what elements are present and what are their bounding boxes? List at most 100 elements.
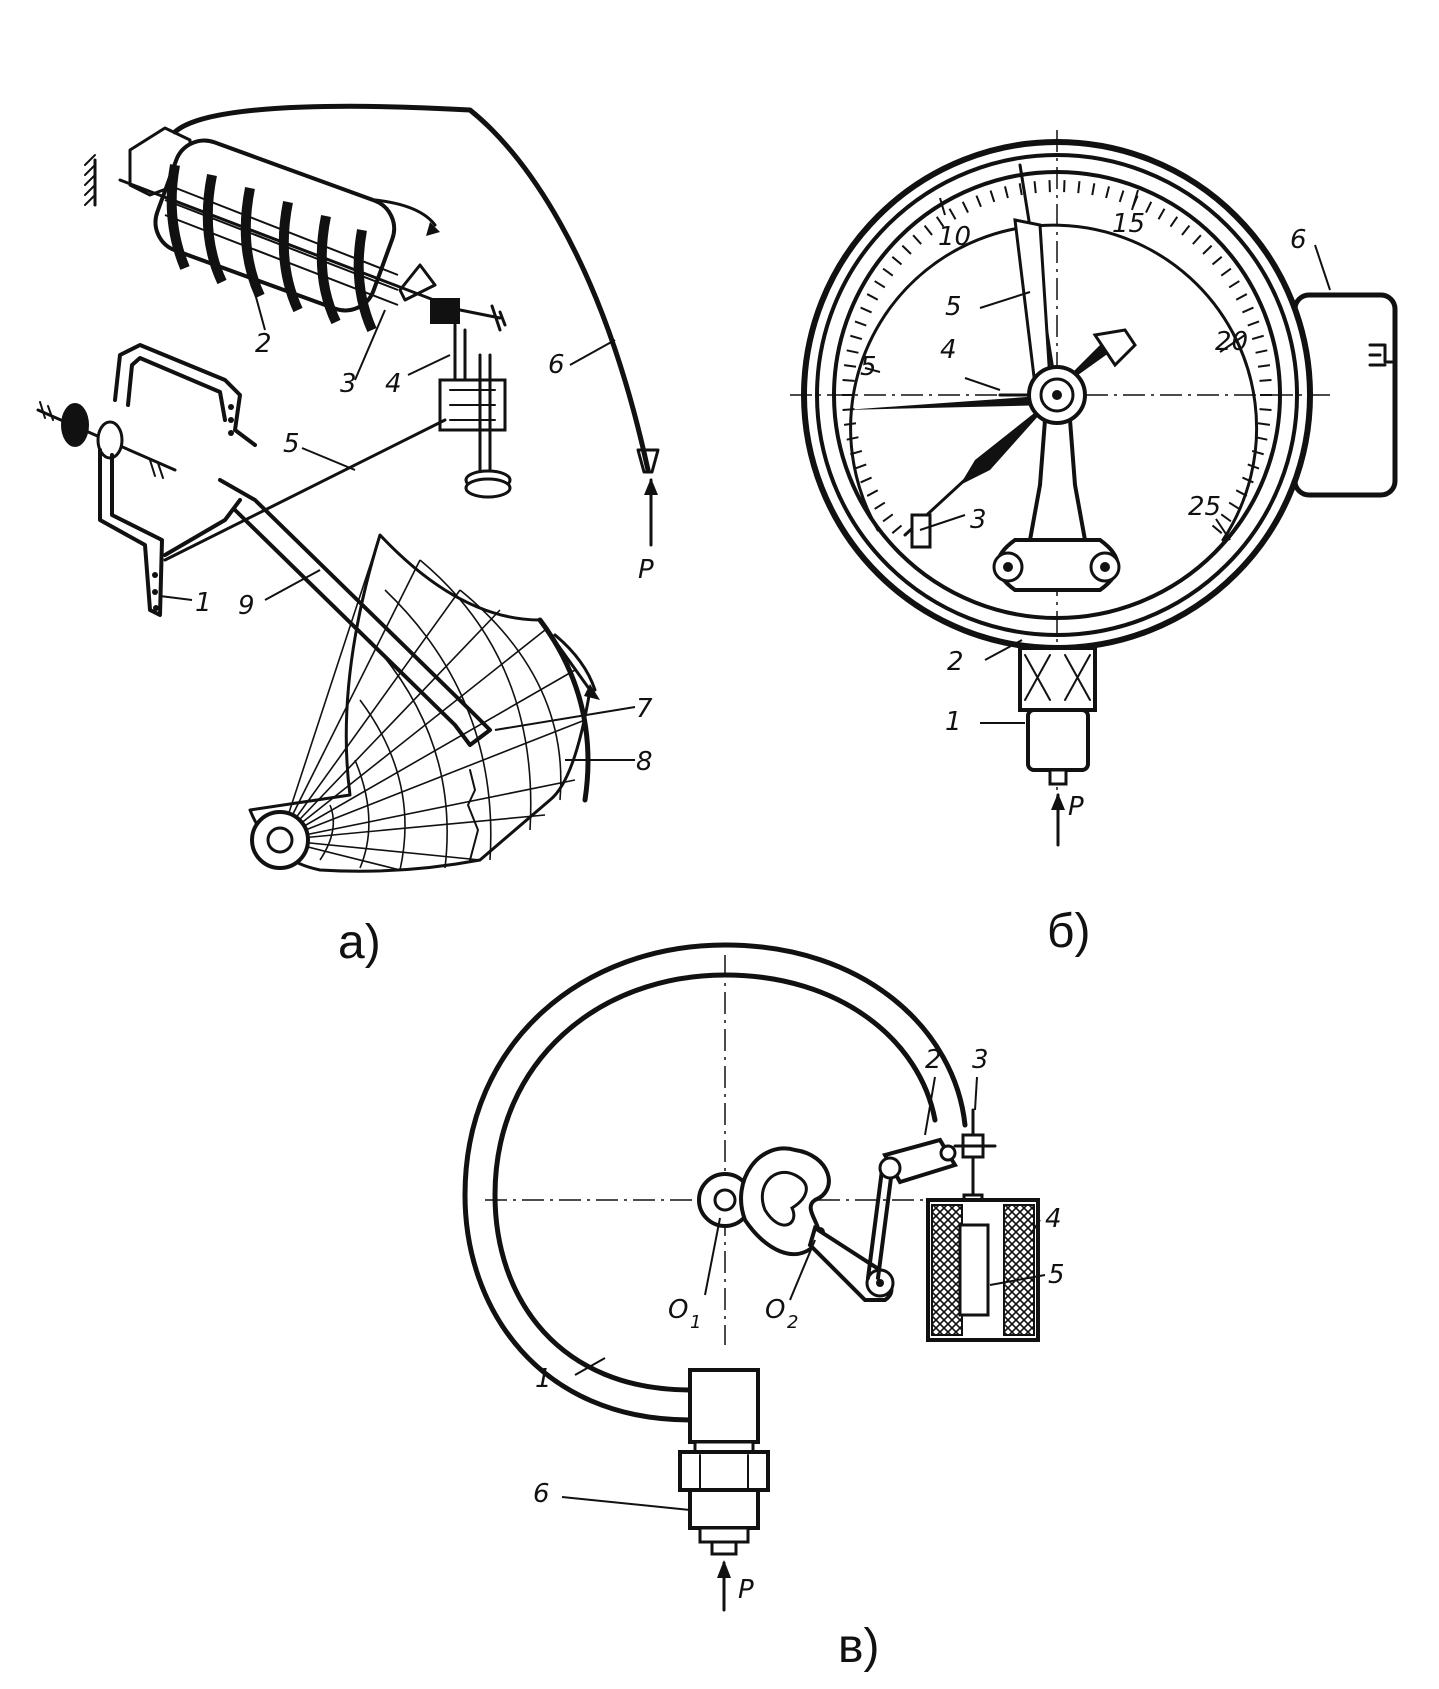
label-c-2: 2 [925, 1045, 942, 1075]
scale-tick [842, 408, 855, 411]
svg-text:2: 2 [787, 1312, 798, 1333]
label-b-3: 3 [970, 505, 987, 535]
scale-tick [846, 436, 859, 441]
scale-tick [1235, 489, 1248, 497]
scale-tick [1259, 379, 1272, 382]
scale-tick [1242, 306, 1254, 314]
scale-10: 10 [938, 222, 971, 252]
panel-a-recorder-mechanism: 1 2 3 4 5 6 7 8 9 P а) [36, 103, 660, 969]
label-c-5: 5 [1048, 1260, 1065, 1290]
scale-tick [1192, 234, 1202, 245]
scale-tick [854, 463, 867, 470]
scale-20: 20 [1215, 327, 1248, 357]
scale-tick [1220, 513, 1232, 523]
scale-tick [1211, 256, 1223, 266]
scale-tick [1004, 186, 1009, 199]
label-a-9: 9 [238, 591, 255, 621]
label-a-8: 8 [636, 747, 653, 777]
label-a-4: 4 [385, 369, 402, 399]
scale-tick [1247, 463, 1260, 470]
label-b-4: 4 [940, 335, 957, 365]
pivot-label-o1: O 1 [668, 1295, 701, 1333]
panel-c-bourdon-inductive: 1 2 3 4 5 6 O 1 O 2 P в) [462, 942, 1065, 1673]
capillary-tube [172, 103, 651, 473]
scale-tick [975, 195, 982, 208]
scale-tick [846, 349, 859, 354]
bourdon-tube [492, 972, 938, 1393]
label-b-1: 1 [945, 707, 962, 737]
scale-tick [1247, 320, 1260, 327]
scale-tick [1259, 408, 1272, 411]
caption-b: б) [1047, 905, 1090, 958]
scale-tick [850, 449, 863, 456]
label-c-4: 4 [1045, 1204, 1062, 1234]
scale-tick [1018, 183, 1023, 196]
pivot-label-o2: O 2 [765, 1295, 798, 1333]
scale-tick [1033, 181, 1037, 194]
scale-tick [891, 524, 903, 534]
plunger-core [958, 1223, 990, 1317]
scale-15: 15 [1112, 209, 1145, 239]
chart-paper [248, 533, 600, 873]
scale-tick [874, 280, 886, 289]
label-c-1: 1 [535, 1364, 552, 1394]
scale-tick [989, 190, 996, 203]
scale-tick [1157, 208, 1166, 220]
scale-tick [912, 234, 922, 245]
scale-tick [1235, 293, 1248, 301]
scale-tick [1242, 476, 1254, 484]
scale-tick [882, 513, 894, 523]
scale-tick [1118, 190, 1125, 203]
scale-tick [860, 476, 872, 484]
scale-tick [1145, 201, 1153, 213]
scale-tick [1228, 280, 1240, 289]
tube-end [636, 448, 660, 474]
scale-tick [860, 306, 872, 314]
scale-tick [866, 293, 879, 301]
svg-text:O: O [668, 1295, 688, 1325]
scale-tick [1077, 181, 1081, 194]
scale-5: 5 [860, 352, 877, 382]
pressure-label-b: P [1068, 792, 1084, 822]
scale-tick [901, 244, 912, 255]
pressure-label-c: P [738, 1575, 754, 1605]
label-b-6: 6 [1290, 225, 1307, 255]
scale-tick [866, 489, 879, 497]
label-a-5: 5 [283, 429, 300, 459]
contact-needle-min [845, 393, 1059, 549]
lever-4 [398, 263, 512, 499]
svg-text:O: O [765, 1295, 785, 1325]
label-c-6: 6 [533, 1479, 550, 1509]
scale-tick [1105, 186, 1110, 199]
label-a-6: 6 [548, 350, 565, 380]
scale-tick [1255, 436, 1268, 441]
scale-tick [1257, 422, 1271, 426]
scale-tick [854, 320, 867, 327]
pressure-fitting-c [678, 1368, 770, 1556]
scale-tick [850, 334, 863, 341]
pressure-fitting-b [1018, 646, 1097, 786]
scale-25: 25 [1188, 492, 1221, 522]
scale-tick [882, 267, 894, 277]
scale-tick [1251, 449, 1264, 456]
scale-tick [961, 201, 969, 213]
scale-tick [1257, 364, 1271, 368]
scale-tick [1202, 244, 1213, 255]
label-a-7: 7 [636, 694, 653, 724]
scale-tick [935, 216, 945, 228]
pen-arm-frame [36, 343, 257, 617]
caption-c: в) [838, 1620, 879, 1673]
scale-ticks [842, 180, 1272, 534]
scale-tick [843, 422, 857, 426]
panel-b-contact-gauge: 1 2 3 4 5 6 5 10 15 20 25 P б) [790, 130, 1398, 958]
label-a-3: 3 [340, 369, 357, 399]
scale-tick [1228, 501, 1240, 510]
scale-tick [1181, 224, 1191, 236]
scale-arc [849, 223, 1259, 542]
scale-tick [1220, 267, 1232, 277]
svg-text:1: 1 [690, 1312, 701, 1333]
scale-tick [842, 379, 855, 382]
label-b-5: 5 [945, 292, 962, 322]
link-rod-5 [163, 418, 447, 562]
